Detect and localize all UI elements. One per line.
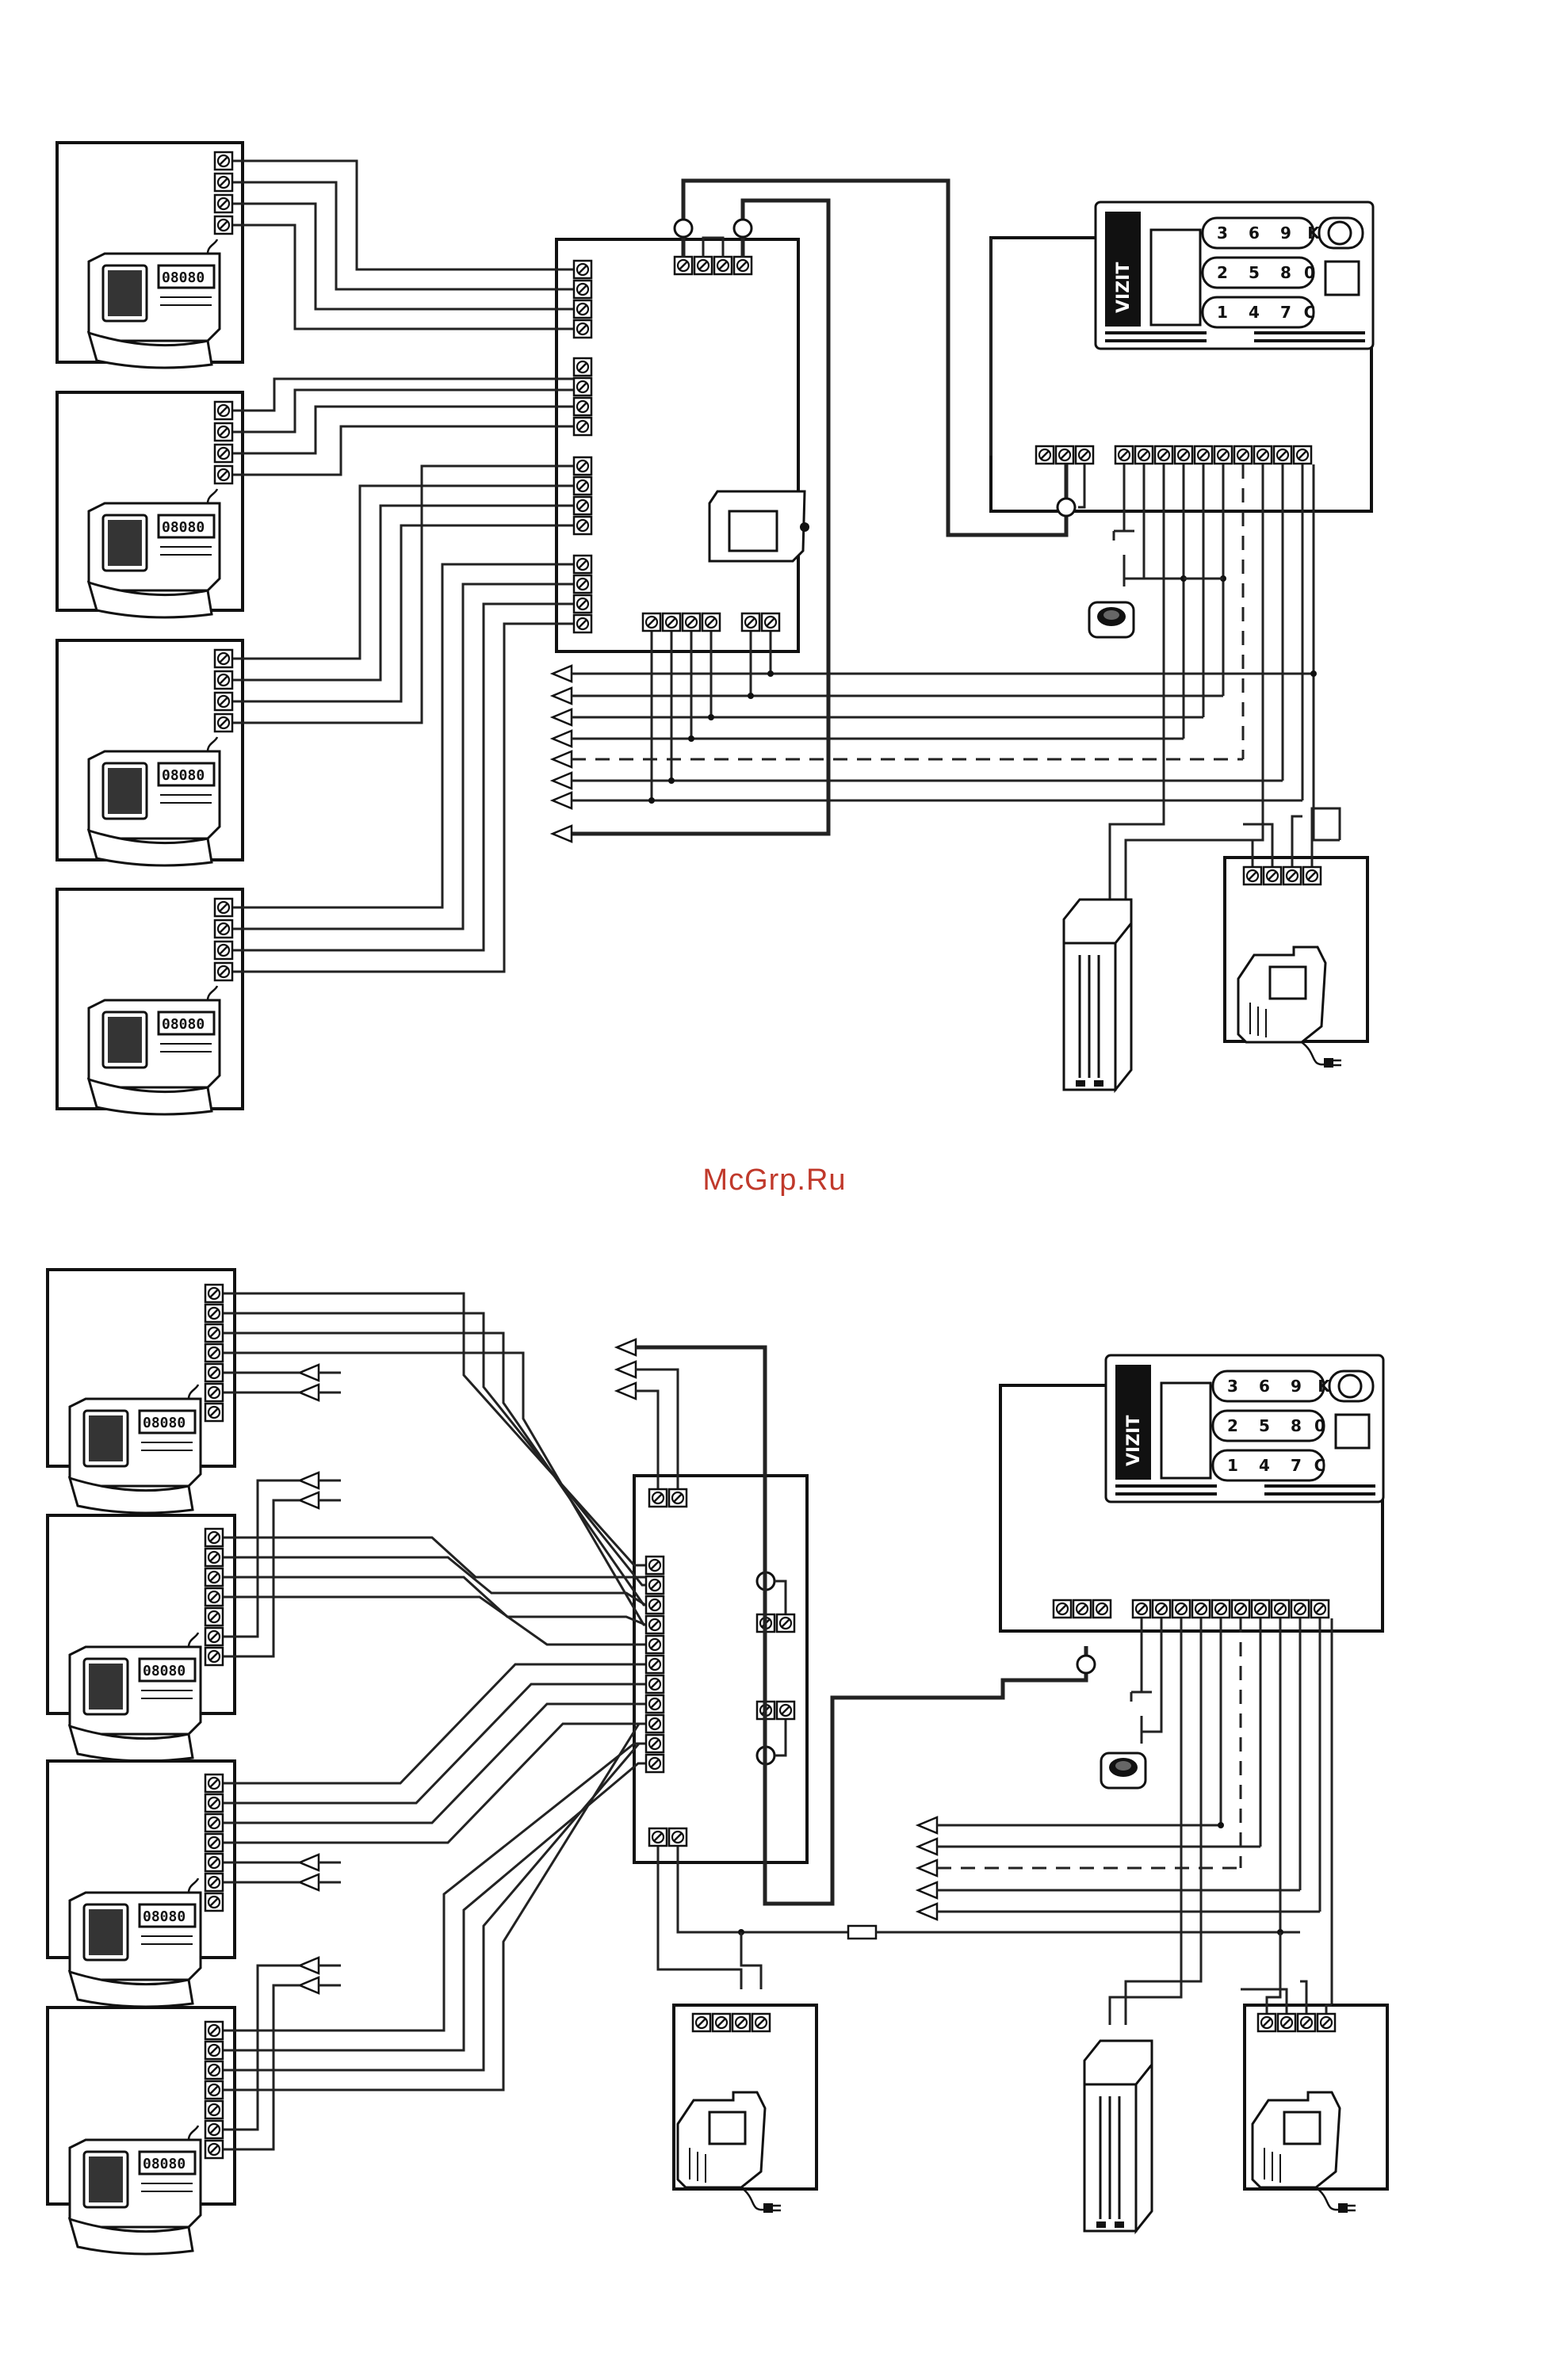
key-6-lower: 6 bbox=[1259, 1377, 1270, 1396]
monitor-bus-wires-lower bbox=[224, 1293, 645, 2090]
power-supply-lower-right bbox=[1241, 1932, 1387, 2213]
lower-wiring-diagram: VIZIT 3 6 9 K 2 5 bbox=[48, 1270, 1387, 2254]
call-panel-lower: VIZIT 3 6 9 K 2 5 bbox=[1000, 1355, 1383, 1631]
central-switch-unit bbox=[556, 239, 809, 651]
monitor-bus-wires bbox=[233, 161, 573, 972]
key-5-lower: 5 bbox=[1259, 1416, 1270, 1435]
key-7: 7 bbox=[1280, 303, 1291, 322]
key-k-lower: K bbox=[1318, 1377, 1331, 1396]
key-1-lower: 1 bbox=[1227, 1456, 1238, 1475]
key-9: 9 bbox=[1280, 223, 1291, 243]
key-6: 6 bbox=[1249, 223, 1260, 243]
key-0-lower: 0 bbox=[1314, 1416, 1325, 1435]
power-supply-upper bbox=[1225, 808, 1367, 1068]
key-4: 4 bbox=[1249, 303, 1260, 322]
key-1: 1 bbox=[1217, 303, 1228, 322]
key-8: 8 bbox=[1280, 263, 1291, 282]
central-switch-unit-lower bbox=[634, 1476, 807, 1862]
brand-label: VIZIT bbox=[1114, 262, 1134, 313]
call-panel-upper: VIZIT 3 6 9 K 2 bbox=[991, 202, 1373, 511]
key-7-lower: 7 bbox=[1291, 1456, 1302, 1475]
key-3-lower: 3 bbox=[1227, 1377, 1238, 1396]
key-2: 2 bbox=[1217, 263, 1228, 282]
key-0: 0 bbox=[1304, 263, 1315, 282]
key-5: 5 bbox=[1249, 263, 1260, 282]
key-3: 3 bbox=[1217, 223, 1228, 243]
brand-label-lower: VIZIT bbox=[1124, 1415, 1144, 1466]
key-c-lower: C bbox=[1314, 1456, 1326, 1475]
electromagnetic-lock-lower bbox=[1084, 2041, 1152, 2231]
key-2-lower: 2 bbox=[1227, 1416, 1238, 1435]
key-4-lower: 4 bbox=[1259, 1456, 1270, 1475]
key-k: K bbox=[1307, 223, 1321, 243]
monitor-terminals-lower bbox=[205, 1285, 223, 2158]
power-supply-lower-left bbox=[674, 2005, 817, 2213]
key-9-lower: 9 bbox=[1291, 1377, 1302, 1396]
upper-wiring-diagram: VIZIT 3 6 9 K 2 bbox=[57, 143, 1373, 1114]
electromagnetic-lock-upper bbox=[1064, 900, 1131, 1090]
key-c: C bbox=[1304, 303, 1316, 322]
key-8-lower: 8 bbox=[1291, 1416, 1302, 1435]
outgoing-lines-lower bbox=[918, 1618, 1332, 2025]
exit-button-lower bbox=[1101, 1618, 1152, 1788]
watermark: McGrp.Ru bbox=[0, 1163, 1549, 1198]
